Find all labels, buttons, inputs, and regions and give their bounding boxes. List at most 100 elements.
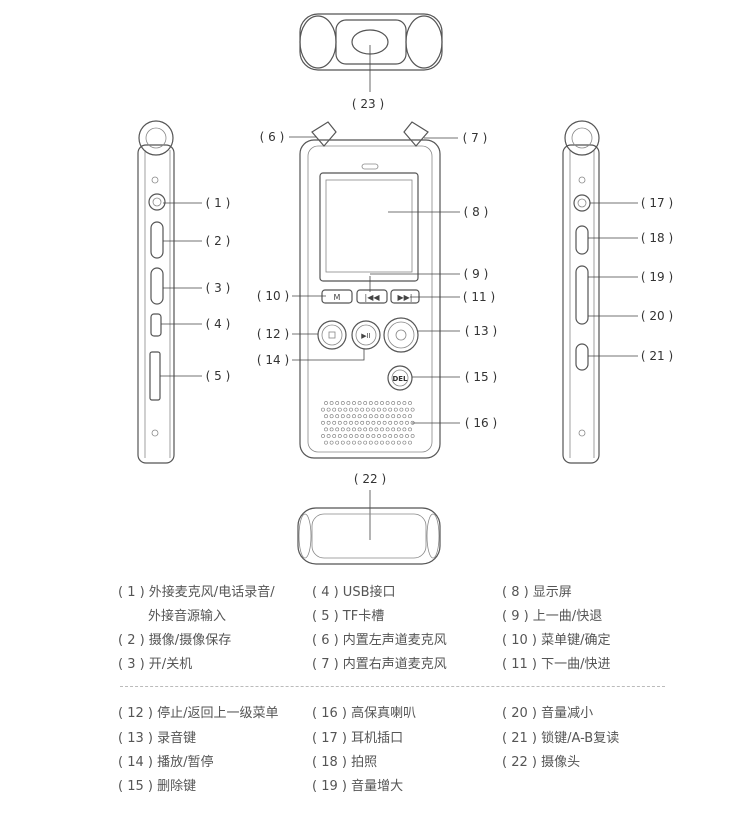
- speaker-hole: [321, 434, 325, 438]
- speaker-hole: [396, 440, 401, 445]
- speaker-hole: [337, 420, 342, 425]
- speaker-hole: [371, 407, 376, 412]
- legend-item-16: ( 16 ) 高保真喇叭: [312, 706, 417, 721]
- speaker-hole: [393, 407, 398, 412]
- callout-2: ( 2 ): [206, 234, 231, 248]
- speaker-hole: [365, 434, 370, 438]
- speaker-hole: [335, 401, 340, 405]
- speaker-hole: [377, 407, 381, 412]
- speaker-hole: [368, 414, 373, 419]
- record-button[interactable]: [383, 317, 419, 353]
- speaker-hole: [363, 401, 368, 405]
- speaker-hole: [349, 420, 353, 425]
- callout-19: ( 19 ): [641, 270, 673, 284]
- speaker-hole: [343, 420, 348, 425]
- callout-22: ( 22 ): [354, 472, 386, 486]
- speaker-hole: [402, 414, 407, 419]
- speaker-hole: [360, 420, 365, 425]
- speaker-hole: [371, 434, 376, 438]
- callout-8: ( 8 ): [464, 205, 489, 219]
- speaker-hole: [326, 407, 331, 412]
- speaker-hole: [326, 434, 331, 438]
- speaker-hole: [402, 401, 407, 405]
- speaker-hole: [324, 427, 328, 432]
- speaker-hole: [382, 420, 387, 425]
- speaker-hole: [332, 420, 337, 425]
- speaker-hole: [340, 440, 345, 445]
- speaker-hole: [396, 414, 401, 419]
- callout-5: ( 5 ): [206, 369, 231, 383]
- speaker-hole: [354, 434, 359, 438]
- stop-button[interactable]: [317, 320, 347, 350]
- speaker-hole: [393, 434, 398, 438]
- speaker-hole: [332, 434, 337, 438]
- legend-item-15: ( 15 ) 删除键: [118, 779, 197, 794]
- dashed-divider: [120, 686, 665, 687]
- speaker-hole: [368, 440, 373, 445]
- speaker-hole: [335, 440, 340, 445]
- speaker-hole: [402, 440, 407, 445]
- delete-button-label: DEL: [392, 375, 408, 383]
- legend-item-17: ( 17 ) 耳机插口: [312, 731, 404, 746]
- speaker-hole: [363, 440, 368, 445]
- legend-item-10: ( 10 ) 菜单键/确定: [502, 633, 611, 648]
- speaker-hole: [408, 414, 412, 419]
- speaker-hole: [340, 427, 345, 432]
- speaker-hole: [326, 420, 331, 425]
- speaker-hole: [380, 440, 384, 445]
- speaker-hole: [360, 434, 365, 438]
- speaker-hole: [349, 434, 353, 438]
- callout-3: ( 3 ): [206, 281, 231, 295]
- speaker-hole: [346, 427, 351, 432]
- speaker-hole: [340, 401, 345, 405]
- legend-item-9: ( 9 ) 上一曲/快退: [502, 609, 603, 624]
- speaker-hole: [405, 420, 409, 425]
- speaker-hole: [377, 434, 381, 438]
- legend-item-11: ( 11 ) 下一曲/快进: [502, 657, 611, 672]
- speaker-hole: [410, 407, 415, 412]
- speaker-hole: [349, 407, 353, 412]
- right-side-view: [562, 120, 638, 464]
- speaker-hole: [352, 427, 356, 432]
- speaker-hole: [324, 401, 328, 405]
- speaker-hole: [391, 440, 396, 445]
- speaker-hole: [363, 414, 368, 419]
- callout-17: ( 17 ): [641, 196, 673, 210]
- previous-icon: |◀◀: [365, 293, 381, 302]
- speaker-hole: [324, 440, 328, 445]
- left-side-view: [137, 120, 202, 464]
- next-button[interactable]: ▶▶|: [390, 289, 420, 304]
- top-view: [299, 13, 443, 92]
- play-pause-button[interactable]: ▶II: [351, 320, 381, 350]
- speaker-hole: [377, 420, 381, 425]
- menu-button-label: M: [334, 293, 341, 302]
- speaker-hole: [329, 414, 334, 419]
- speaker-hole: [340, 414, 345, 419]
- callout-20: ( 20 ): [641, 309, 673, 323]
- speaker-hole: [385, 440, 390, 445]
- previous-button[interactable]: |◀◀: [356, 289, 388, 304]
- menu-button[interactable]: M: [321, 289, 353, 304]
- speaker-hole: [380, 414, 384, 419]
- callout-7: ( 7 ): [463, 131, 488, 145]
- speaker-hole: [405, 434, 409, 438]
- speaker-hole: [324, 414, 328, 419]
- legend-item-3: ( 3 ) 开/关机: [118, 657, 193, 672]
- speaker-hole: [332, 407, 337, 412]
- speaker-hole: [365, 420, 370, 425]
- legend-item-2: ( 2 ) 摄像/摄像保存: [118, 633, 232, 648]
- legend-item-20: ( 20 ) 音量减小: [502, 706, 594, 721]
- speaker-hole: [321, 407, 325, 412]
- recorder-diagram: M |◀◀ ▶▶| ▶II DEL: [137, 13, 673, 565]
- delete-button[interactable]: DEL: [387, 365, 413, 391]
- speaker-hole: [396, 427, 401, 432]
- next-icon: ▶▶|: [398, 293, 413, 302]
- speaker-grille: [321, 401, 415, 445]
- speaker-hole: [329, 401, 334, 405]
- callout-21: ( 21 ): [641, 349, 673, 363]
- callout-1: ( 1 ): [206, 196, 231, 210]
- speaker-hole: [388, 434, 393, 438]
- speaker-hole: [391, 414, 396, 419]
- speaker-hole: [382, 434, 387, 438]
- legend-item-7: ( 7 ) 内置右声道麦克风: [312, 657, 447, 672]
